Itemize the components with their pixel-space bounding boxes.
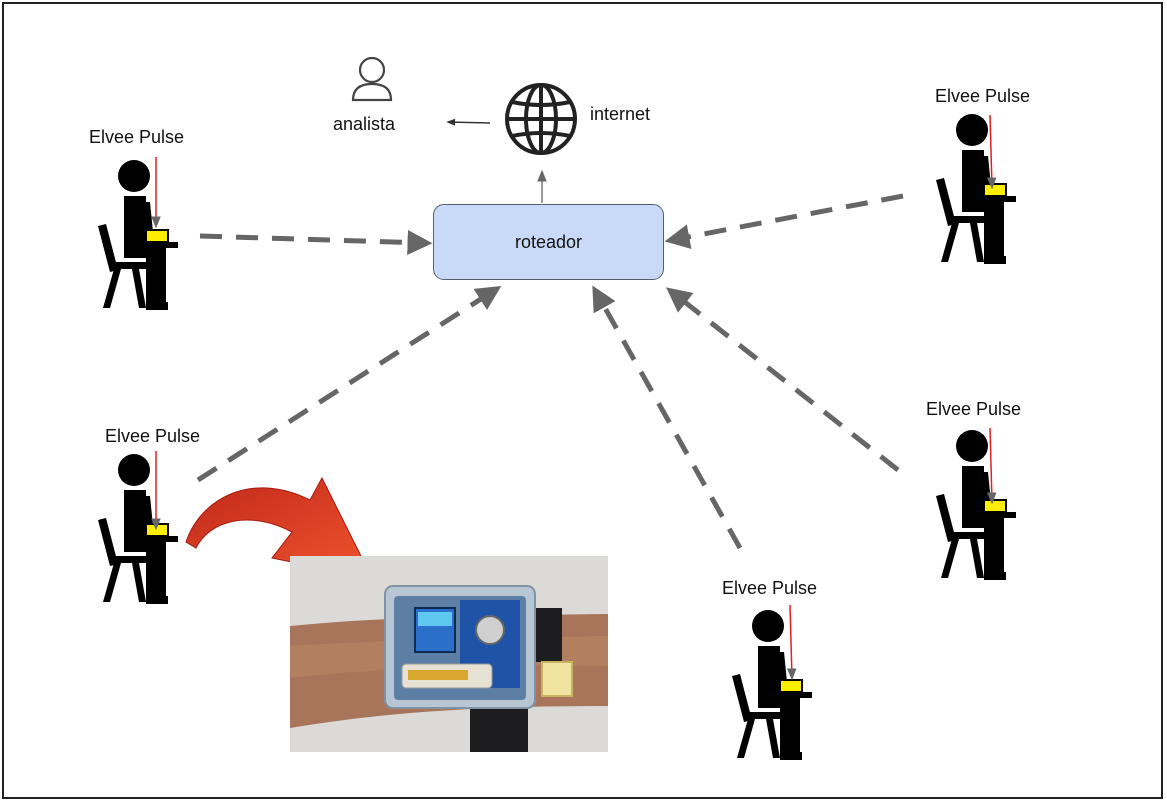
globe-icon — [505, 83, 577, 155]
link-left-bottom — [196, 285, 502, 483]
person-top-left — [97, 157, 179, 311]
user-icon — [351, 56, 393, 102]
link-right-top — [664, 193, 904, 250]
device-label-top-right: Elvee Pulse — [935, 86, 1031, 106]
device-label-bottom-center: Elvee Pulse — [722, 578, 818, 598]
link-right-bottom — [666, 287, 900, 472]
curved-arrow — [185, 476, 373, 579]
internet-label: internet — [590, 104, 651, 124]
link-left-top — [199, 229, 433, 255]
person-left-bottom — [97, 451, 179, 605]
router-box: roteador — [433, 204, 664, 280]
device-label-right-bottom: Elvee Pulse — [926, 399, 1022, 419]
person-top-right — [935, 113, 1017, 265]
person-bottom-center — [731, 604, 813, 761]
device-photo — [290, 556, 608, 752]
device-label-left-bottom: Elvee Pulse — [105, 426, 201, 446]
analyst-label: analista — [333, 114, 396, 134]
device-label-top-left: Elvee Pulse — [89, 127, 185, 147]
link-bottom-center — [592, 285, 743, 550]
person-right-bottom — [935, 427, 1017, 581]
router-label: roteador — [514, 231, 583, 252]
internet-to-analyst-arrow — [446, 118, 491, 126]
